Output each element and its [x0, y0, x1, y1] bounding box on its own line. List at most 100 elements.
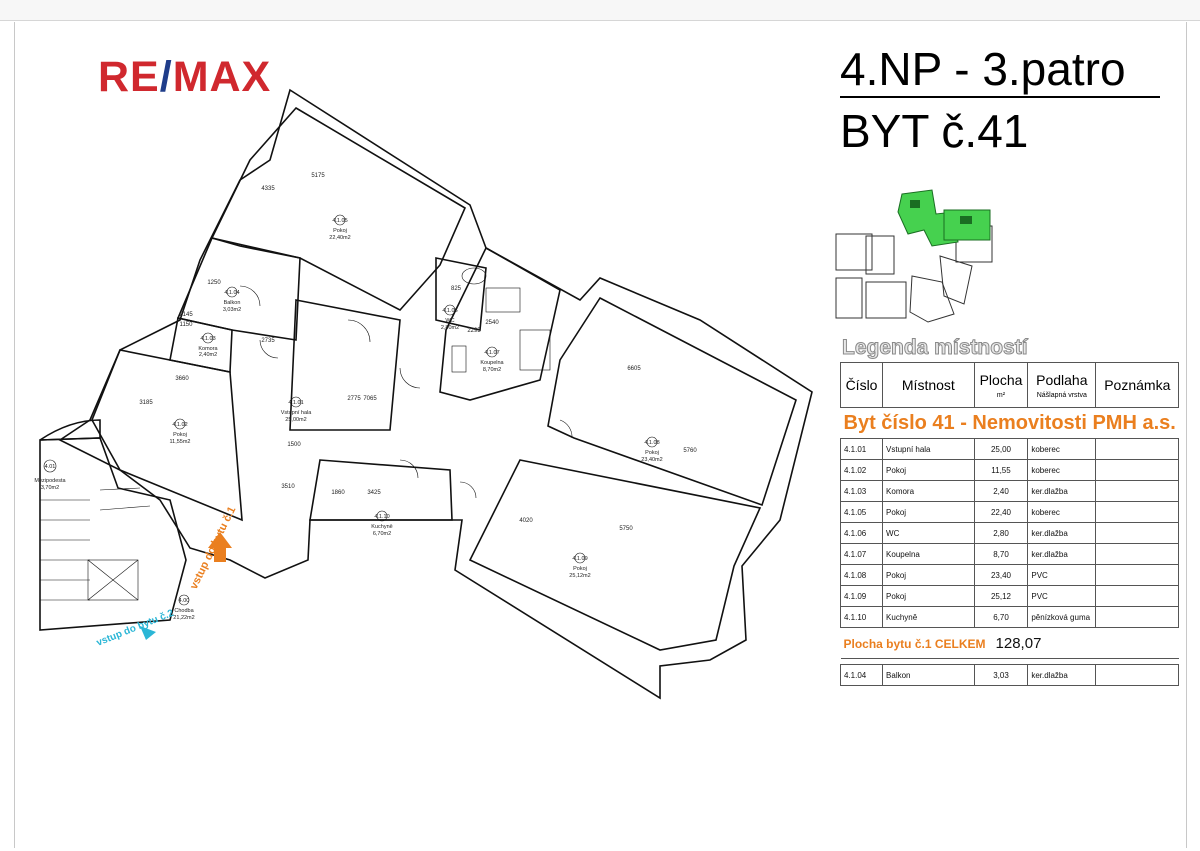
room-number: 4.1.02 — [172, 422, 187, 428]
col-number: Číslo — [839, 362, 884, 408]
row-room: Pokoj — [882, 585, 975, 607]
row-number: 4.1.04 — [839, 664, 884, 686]
row-number: 4.1.07 — [839, 543, 884, 565]
dimension-labels: 5175 4335 1250 825 2145 1150 2735 2540 2… — [139, 173, 697, 532]
legend-row: 4.1.01 Vstupní hala 25,00 koberec — [839, 438, 1180, 460]
legend-row: 4.1.03 Komora 2,40 ker.dlažba — [839, 480, 1180, 502]
row-room: Vstupní hala — [882, 438, 975, 460]
room-name: WC — [445, 318, 454, 324]
row-floor: koberec — [1027, 438, 1097, 460]
legend-balcony-row: 4.1.04 Balkon 3,03 ker.dlažba — [839, 664, 1180, 686]
dimension-label: 1500 — [287, 442, 301, 448]
room-area: 3,70m2 — [41, 485, 59, 491]
legend-banner: Byt číslo 41 - Nemovitosti PMH a.s. — [840, 407, 1179, 439]
room-area: 25,12m2 — [569, 573, 590, 579]
row-area: 23,40 — [973, 564, 1029, 586]
title-rule — [840, 96, 1160, 98]
row-floor: ker.dlažba — [1027, 543, 1097, 565]
dimension-label: 2540 — [485, 320, 499, 326]
row-floor: ker.dlažba — [1027, 480, 1097, 502]
row-area: 11,55 — [973, 459, 1029, 481]
room-name: Vstupní hala — [281, 410, 313, 416]
row-floor: ker.dlažba — [1027, 522, 1097, 544]
row-number: 4.1.09 — [839, 585, 884, 607]
room-number: 4.1.04 — [224, 290, 239, 296]
room-name: Pokoj — [645, 450, 659, 456]
legend-row: 4.1.10 Kuchyně 6,70 pěnízková guma — [839, 606, 1180, 628]
room-area: 23,40m2 — [641, 457, 662, 463]
room-name: Pokoj — [173, 432, 187, 438]
row-floor: PVC — [1027, 564, 1097, 586]
col-area-label: Plocha — [979, 371, 1023, 388]
dimension-label: 5750 — [619, 526, 633, 532]
entry-other-label: vstup do bytu č.2 — [95, 608, 176, 649]
legend-banner-row: Byt číslo 41 - Nemovitosti PMH a.s. — [840, 407, 1179, 439]
row-note — [1095, 480, 1180, 502]
room-name: Pokoj — [333, 228, 347, 234]
col-floor-sub: Nášlapná vrstva — [1036, 391, 1087, 399]
row-room: WC — [882, 522, 975, 544]
room-area: 6,70m2 — [373, 531, 391, 537]
dimension-label: 2735 — [261, 338, 275, 344]
room-area: 11,55m2 — [170, 439, 191, 445]
col-room: Místnost — [882, 362, 975, 408]
dimension-label: 4335 — [261, 186, 275, 192]
legend-heading: Legenda místností — [842, 336, 1029, 360]
room-number: 4.00 — [179, 598, 190, 604]
row-note — [1095, 522, 1180, 544]
col-note: Poznámka — [1095, 362, 1180, 408]
room-area: 2,40m2 — [199, 352, 217, 358]
room-number: 4.1.10 — [374, 514, 389, 520]
row-floor: ker.dlažba — [1027, 664, 1097, 686]
row-note — [1095, 438, 1180, 460]
row-room: Kuchyně — [882, 606, 975, 628]
room-name: Mezipodesta — [34, 478, 66, 484]
row-room: Balkon — [882, 664, 975, 686]
legend-row: 4.1.07 Koupelna 8,70 ker.dlažba — [839, 543, 1180, 565]
row-note — [1095, 543, 1180, 565]
legend-row: 4.1.06 WC 2,80 ker.dlažba — [839, 522, 1180, 544]
row-room: Komora — [882, 480, 975, 502]
remax-logo: RE/MAX — [98, 56, 271, 99]
row-note — [1095, 606, 1180, 628]
row-floor: PVC — [1027, 585, 1097, 607]
room-name: Balkon — [224, 300, 241, 306]
row-area: 6,70 — [973, 606, 1029, 628]
room-area: 3,03m2 — [223, 307, 241, 313]
dimension-label: 1150 — [180, 322, 194, 328]
legend-row: 4.1.05 Pokoj 22,40 koberec — [839, 501, 1180, 523]
row-area: 22,40 — [973, 501, 1029, 523]
row-area: 25,12 — [973, 585, 1029, 607]
room-area: 25,00m2 — [285, 417, 306, 423]
room-number: 4.1.06 — [442, 308, 457, 314]
row-number: 4.1.10 — [839, 606, 884, 628]
logo-text: RE/MAX — [98, 53, 272, 101]
legend-row: 4.1.02 Pokoj 11,55 koberec — [839, 459, 1180, 481]
dimension-label: 2295 — [467, 328, 481, 334]
dimension-label: 3425 — [367, 490, 381, 496]
dimension-label: 3510 — [281, 484, 295, 490]
row-room: Pokoj — [882, 564, 975, 586]
building-key-plan — [835, 189, 993, 323]
room-area: 22,40m2 — [329, 235, 350, 241]
legend-row: 4.1.08 Pokoj 23,40 PVC — [839, 564, 1180, 586]
dimension-label: 6605 — [627, 366, 641, 372]
room-number: 4.1.01 — [288, 400, 303, 406]
row-note — [1095, 585, 1180, 607]
room-number: 4.1.03 — [200, 336, 215, 342]
unit-title: BYT č.41 — [840, 105, 1029, 157]
room-name: Chodba — [174, 608, 194, 614]
row-room: Pokoj — [882, 501, 975, 523]
row-floor: koberec — [1027, 459, 1097, 481]
dimension-label: 3185 — [139, 400, 153, 406]
dimension-label: 3660 — [175, 376, 189, 382]
room-number: 4.1.05 — [332, 218, 347, 224]
legend-row: 4.1.09 Pokoj 25,12 PVC — [839, 585, 1180, 607]
room-name: Koupelna — [480, 360, 504, 366]
room-area: 8,70m2 — [483, 367, 501, 373]
